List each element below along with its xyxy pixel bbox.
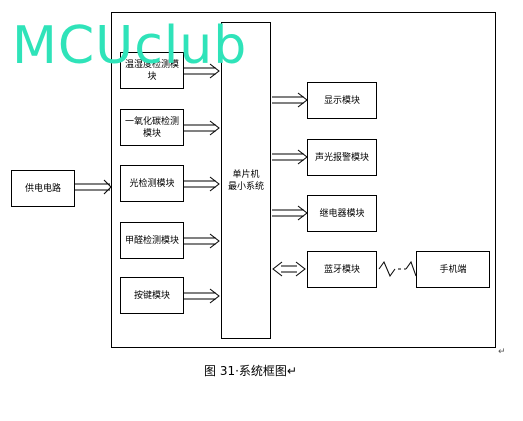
sensor-label: 一氧化碳检测模块 — [125, 116, 180, 139]
sensor-block-keys: 按键模块 — [120, 277, 184, 314]
sensor-label: 温湿度检测模块 — [125, 59, 180, 82]
power-block: 供电电路 — [11, 170, 75, 207]
sensor-block-light: 光检测模块 — [120, 165, 184, 202]
sensor-label: 甲醛检测模块 — [125, 235, 180, 246]
output-label: 显示模块 — [323, 95, 360, 106]
output-label: 声光报警模块 — [314, 152, 369, 163]
phone-block: 手机端 — [416, 251, 490, 288]
phone-label: 手机端 — [439, 264, 467, 275]
sensor-block-temp-humidity: 温湿度检测模块 — [120, 52, 184, 89]
arrow-power — [74, 179, 112, 195]
sensor-block-formaldehyde: 甲醛检测模块 — [120, 222, 184, 259]
power-label: 供电电路 — [24, 183, 61, 194]
mcu-label-line1: 单片机 — [232, 169, 260, 180]
watermark-logo: MCUclub — [12, 16, 248, 76]
mcu-label-line2: 最小系统 — [227, 181, 264, 192]
figure-caption: 图 31·系统框图↵ — [204, 364, 297, 378]
output-block-display: 显示模块 — [307, 82, 377, 119]
pilcrow-mark: ↵ — [498, 347, 506, 357]
output-label: 继电器模块 — [319, 208, 365, 219]
output-block-relay: 继电器模块 — [307, 195, 377, 232]
sensor-block-co: 一氧化碳检测模块 — [120, 109, 184, 146]
output-label: 蓝牙模块 — [323, 264, 360, 275]
sensor-label: 光检测模块 — [129, 178, 175, 189]
output-block-bluetooth: 蓝牙模块 — [307, 251, 377, 288]
output-block-alarm: 声光报警模块 — [307, 139, 377, 176]
mcu-block: 单片机 最小系统 — [221, 22, 271, 339]
sensor-label: 按键模块 — [133, 290, 170, 301]
